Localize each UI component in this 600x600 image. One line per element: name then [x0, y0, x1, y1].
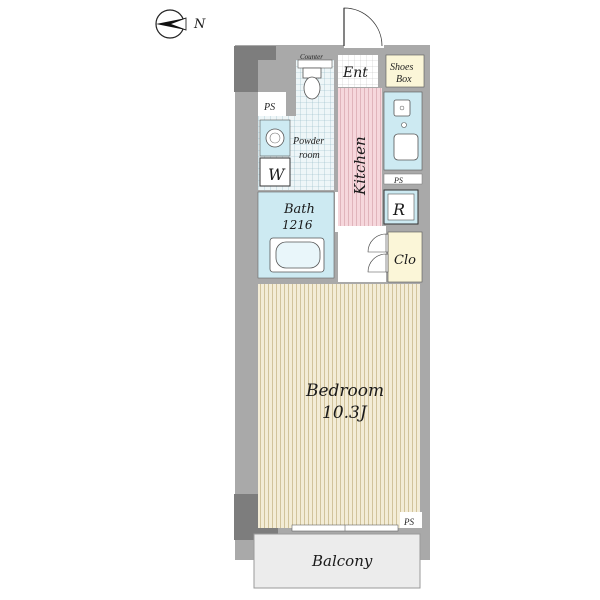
- north-arrow-icon: N: [155, 9, 206, 39]
- entrance-door-icon: [343, 7, 384, 48]
- bedroom: [258, 284, 420, 528]
- ps-shaft-bottom: [400, 512, 422, 528]
- entrance-label: Ent: [342, 65, 368, 81]
- counter-label: Counter: [300, 53, 323, 61]
- toilet-icon: [302, 67, 322, 100]
- washer-label: W: [268, 165, 286, 184]
- sink-icon: [393, 99, 411, 117]
- bathtub-icon: [269, 237, 325, 273]
- kitchen-label: Kitchen: [351, 136, 369, 196]
- entrance: [338, 55, 378, 87]
- washbasin-icon: [265, 128, 285, 148]
- balcony: [253, 533, 421, 589]
- bath-label-1: Bath: [283, 202, 315, 217]
- ps-shaft-kitchen: [383, 173, 423, 185]
- closet: [387, 231, 423, 283]
- shoes-box-label-1: Shoes: [390, 62, 413, 73]
- bedroom-label-2: 10.3J: [322, 403, 368, 423]
- refrigerator-label: R: [392, 200, 405, 219]
- north-label: N: [193, 17, 206, 32]
- washer: [259, 157, 291, 187]
- counter: [297, 59, 333, 69]
- ps-kitchen-label: PS: [393, 176, 403, 185]
- powder-room-label-2: room: [299, 150, 320, 161]
- kitchen: [338, 88, 382, 226]
- ps-bottom-label: PS: [403, 517, 414, 527]
- ps-top-label-2: PS: [263, 102, 275, 113]
- shoes-box: [385, 54, 425, 88]
- bath-label-2: 1216: [282, 218, 313, 232]
- shoes-box-label-2: Box: [396, 74, 412, 85]
- powder-room-label-1: Powder: [292, 136, 324, 147]
- closet-label: Clo: [394, 253, 416, 268]
- bath-door: [335, 192, 338, 232]
- hallway: [338, 226, 386, 282]
- balcony-label: Balcony: [311, 552, 373, 570]
- bedroom-label-1: Bedroom: [305, 381, 384, 401]
- stove-icon: [393, 122, 419, 161]
